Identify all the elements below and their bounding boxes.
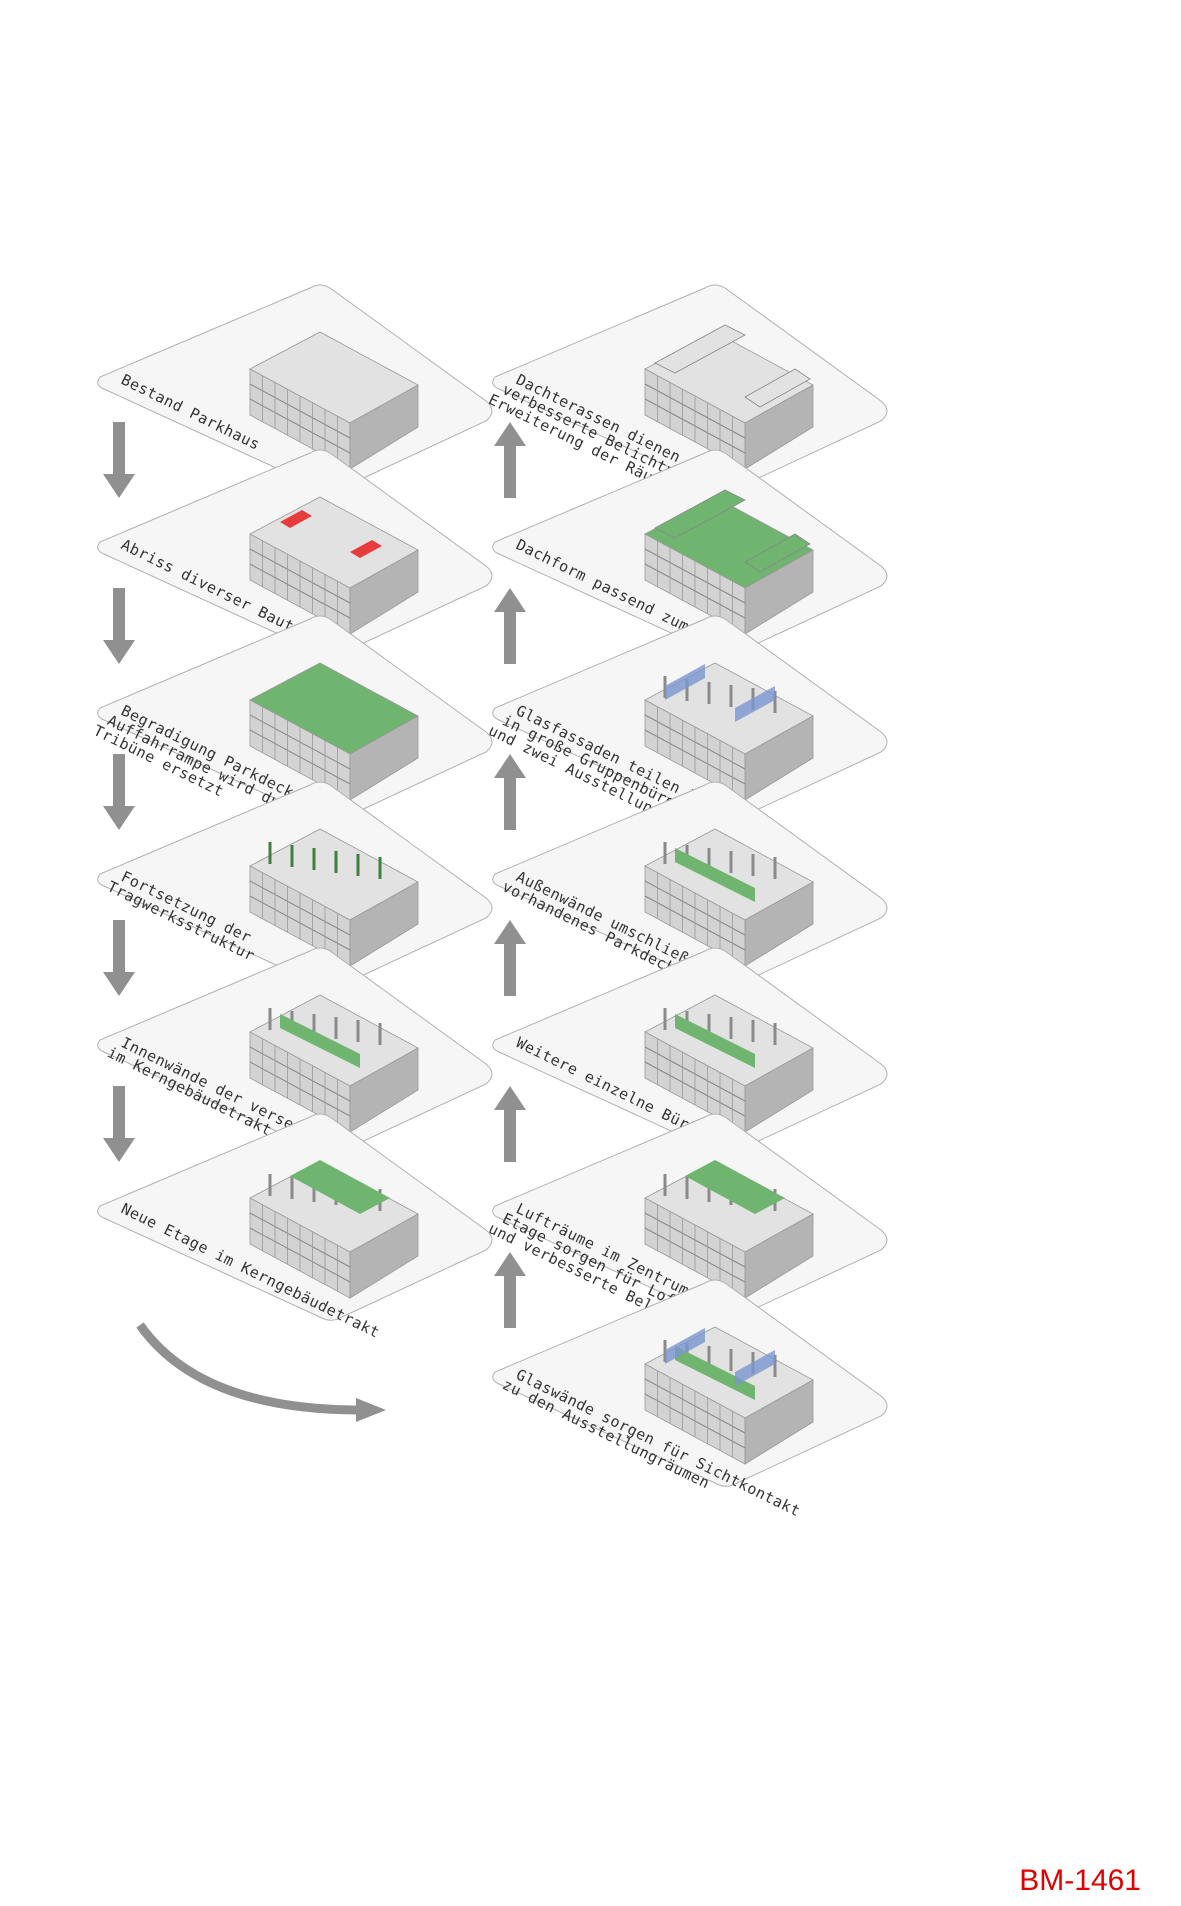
arrow-down-icon (103, 920, 135, 996)
side-face (349, 384, 419, 470)
gable-roof (654, 489, 746, 539)
arrow-up-icon (494, 422, 526, 498)
glass-wall (665, 1328, 705, 1364)
side-face (349, 1213, 419, 1299)
side-face (349, 1047, 419, 1133)
building-block (249, 496, 419, 635)
drawing-code: BM-1461 (1019, 1864, 1141, 1897)
building-block (249, 994, 419, 1133)
gable-roof (654, 324, 746, 374)
side-face (744, 549, 814, 635)
arrow-up-icon (494, 588, 526, 664)
arrow-up-icon (494, 920, 526, 996)
demolished-part (280, 510, 312, 528)
building-block (249, 828, 419, 967)
arrow-down-icon (103, 1086, 135, 1162)
right-step-5: Weitere einzelne Bürozimmer (492, 947, 888, 1163)
new-floor (290, 1160, 390, 1214)
building-block (644, 1326, 814, 1465)
building-block (644, 662, 814, 801)
curved-arrow-icon (136, 1322, 361, 1415)
arrow-down-icon (103, 588, 135, 664)
side-face (744, 384, 814, 470)
arrow-up-icon (494, 1086, 526, 1162)
arrow-up-icon (494, 754, 526, 830)
arrow-up-icon (494, 1252, 526, 1328)
glass-wall (665, 664, 705, 700)
gable-roof (744, 368, 811, 408)
arrow-down-icon (103, 422, 135, 498)
new-floor (685, 1160, 785, 1214)
side-face (744, 715, 814, 801)
new-wall (675, 848, 755, 902)
side-face (349, 715, 419, 801)
curved-arrow-head (356, 1398, 386, 1422)
demolished-part (350, 540, 382, 558)
building-block (249, 1160, 419, 1299)
side-face (744, 881, 814, 967)
side-face (744, 1213, 814, 1299)
step-arrows (103, 422, 526, 1422)
new-wall (675, 1014, 755, 1068)
glass-wall (735, 686, 775, 722)
arrow-down-icon (103, 754, 135, 830)
building-block (249, 662, 419, 801)
side-face (744, 1379, 814, 1465)
building-block (644, 994, 814, 1133)
building-block (644, 489, 814, 635)
building-block (249, 331, 419, 470)
left-step-2: Abriss diverser Bauteile (97, 449, 493, 657)
building-block (644, 324, 814, 470)
new-wall (280, 1014, 360, 1068)
side-face (349, 881, 419, 967)
glass-wall (735, 1350, 775, 1386)
building-block (644, 1160, 814, 1299)
side-face (349, 549, 419, 635)
building-block (644, 828, 814, 967)
left-step-6: Neue Etage im Kerngebäudetrakt (97, 1113, 493, 1342)
gable-roof (744, 533, 811, 573)
new-wall (675, 1346, 755, 1400)
side-face (744, 1047, 814, 1133)
